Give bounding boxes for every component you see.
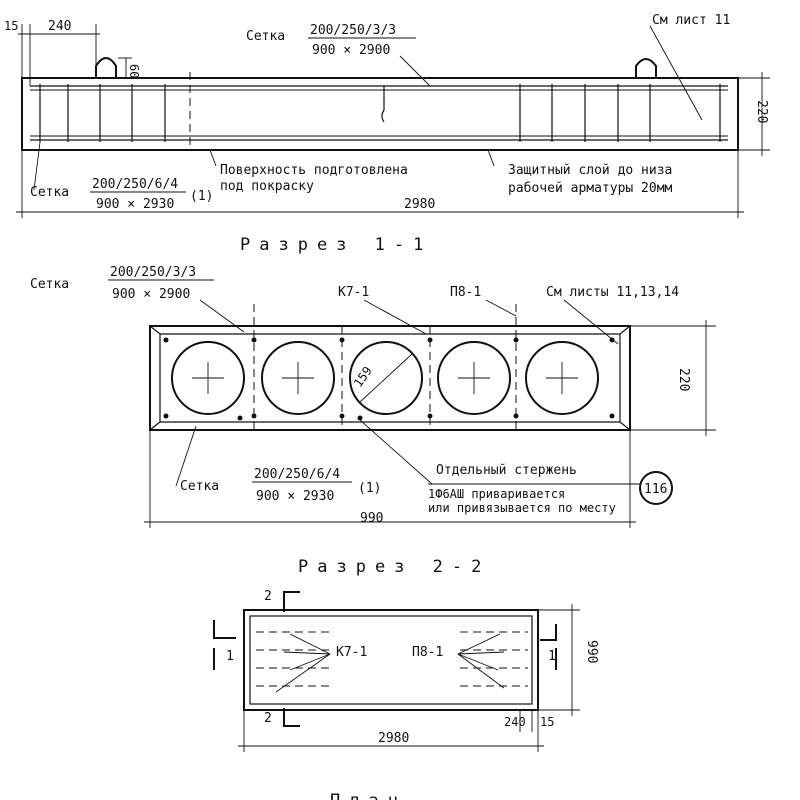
- section-1-mesh-bottom-den: 900 × 2930: [256, 489, 334, 504]
- section-1-dim-width: 990: [360, 511, 383, 526]
- elevation-mesh-top-label: Сетка: [246, 29, 285, 44]
- section-1-note-bar-title: Отдельный стержень: [436, 463, 577, 478]
- section-1-mesh-top-label: Сетка: [30, 277, 69, 292]
- section-1-voids: [171, 341, 599, 415]
- elevation-lifting-loop-left: [95, 57, 117, 78]
- elevation-mesh-bottom-label: Сетка: [30, 185, 69, 200]
- section-2-inner-mesh: [249, 615, 533, 705]
- elevation-note-surface-2: под покраску: [220, 179, 314, 194]
- section-1-note-bar-2: или привязывается по месту: [428, 501, 616, 515]
- section-1-circle-ref-text: 116: [644, 482, 667, 497]
- section-1-rebar-dots: [163, 337, 615, 421]
- elevation-note-cover-2: рабочей арматуры 20мм: [508, 181, 673, 196]
- elevation-note-surface-1: Поверхность подготовлена: [220, 163, 408, 178]
- section-1-view: Разрез 1-1 159: [30, 235, 716, 528]
- section-2-cut-right: 1: [548, 649, 556, 664]
- elevation-lifting-loop-right: [635, 58, 657, 78]
- section-2-dim-length: 2980: [378, 731, 409, 746]
- section-2-outline: [243, 609, 539, 711]
- elevation-mesh-top-den: 900 × 2900: [312, 43, 390, 58]
- section-2-footer-partial: План: [330, 791, 407, 800]
- elevation-mesh-bottom-num: 200/250/6/4: [92, 177, 178, 192]
- section-1-note-bar-1: 1Ф6АШ приваривается: [428, 487, 565, 501]
- section-2-view: Разрез 2-2 К7-1 П8-1 2 2 1: [213, 557, 599, 800]
- elevation-dim-length: 2980: [404, 197, 435, 212]
- section-1-dim-hole: 159: [351, 364, 375, 390]
- elevation-ref-sheet: См лист 11: [652, 13, 730, 28]
- section-1-mesh-bottom-label: Сетка: [180, 479, 219, 494]
- elevation-dim-loop: 60: [127, 64, 141, 78]
- section-1-circle-ref: [639, 471, 673, 505]
- elevation-mesh-top-num: 200/250/3/3: [310, 23, 396, 38]
- section-2-title: Разрез 2-2: [298, 557, 490, 577]
- section-1-dim-height: 220: [676, 368, 691, 391]
- section-1-title: Разрез 1-1: [240, 235, 432, 255]
- section-2-tag-p: П8-1: [412, 645, 443, 660]
- section-1-tag-p: П8-1: [450, 285, 481, 300]
- section-1-mesh-bottom-count: (1): [358, 481, 381, 496]
- section-2-dim-right-b: 15: [540, 715, 554, 729]
- section-2-cut-left: 1: [226, 649, 234, 664]
- section-2-dim-right-a: 240: [504, 715, 526, 729]
- section-1-ref-sheets: См листы 11,13,14: [546, 285, 679, 300]
- elevation-cross-bars: [39, 84, 721, 142]
- section-1-mesh-top-num: 200/250/3/3: [110, 265, 196, 280]
- elevation-dim-left-edge: 15: [4, 19, 18, 33]
- elevation-view: 15 240 60 Сетка 200/250/3/3 900 × 2900 С…: [4, 13, 770, 218]
- section-2-cut-top: 2: [264, 589, 272, 604]
- section-2-cut-bottom: 2: [264, 711, 272, 726]
- elevation-mesh-bottom-count: (1): [190, 189, 213, 204]
- section-1-tag-k: К7-1: [338, 285, 369, 300]
- elevation-mesh-bottom-den: 900 × 2930: [96, 197, 174, 212]
- section-1-mesh-top-den: 900 × 2900: [112, 287, 190, 302]
- section-1-dividers: [253, 304, 517, 430]
- elevation-slab-outline: [21, 77, 739, 151]
- elevation-dim-height: 220: [754, 100, 769, 123]
- section-2-dim-height: 990: [584, 640, 599, 663]
- section-2-tag-k: К7-1: [336, 645, 367, 660]
- elevation-note-cover-1: Защитный слой до низа: [508, 163, 672, 178]
- section-1-mesh-bottom-num: 200/250/6/4: [254, 467, 340, 482]
- elevation-center-rod: [381, 86, 385, 123]
- elevation-dim-top-left: 240: [48, 19, 71, 34]
